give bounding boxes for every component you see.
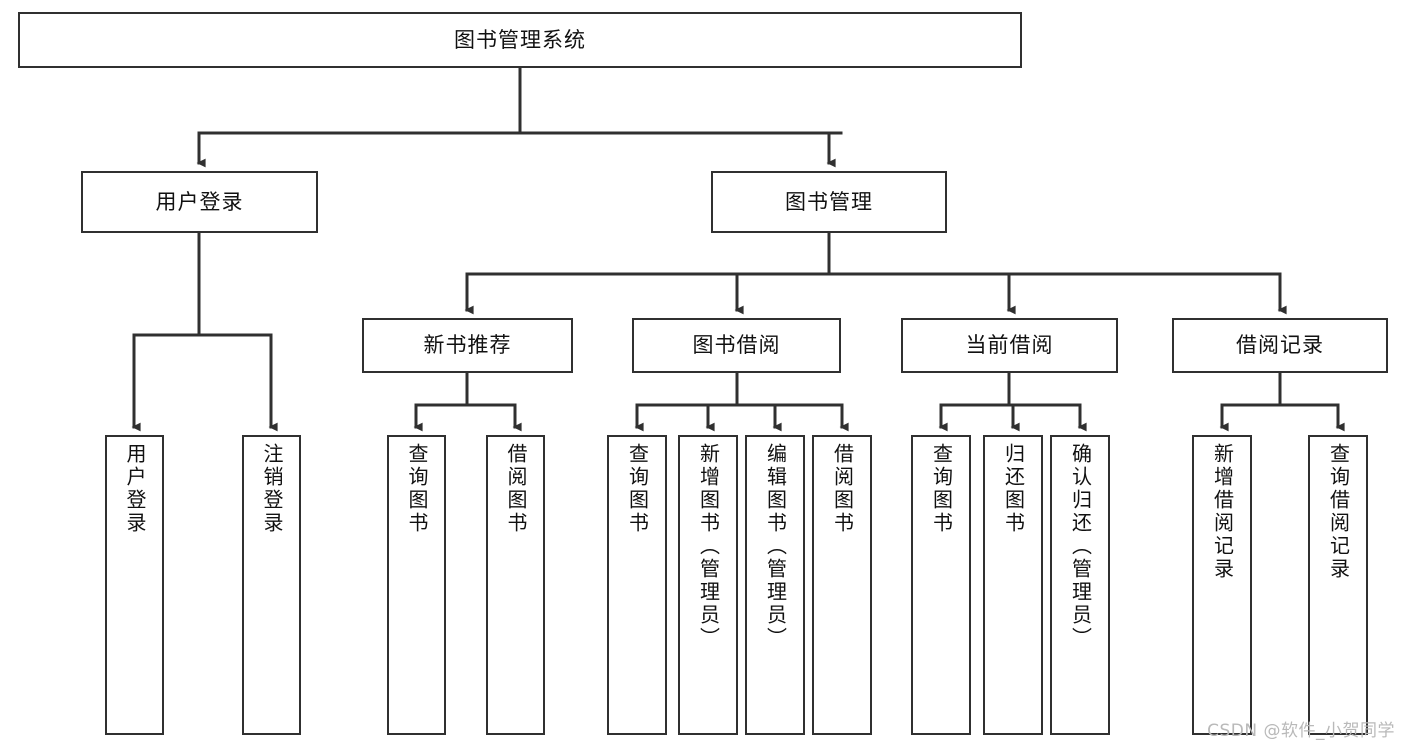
node-book-manage-label: 图书管理 bbox=[785, 189, 873, 214]
node-leaf-return-book[interactable]: 归还图书 bbox=[983, 435, 1043, 735]
node-leaf-add-book-label: 新增图书（管理员） bbox=[696, 443, 721, 650]
node-leaf-user-login-label: 用户登录 bbox=[123, 443, 147, 535]
node-leaf-query-record-label: 查询借阅记录 bbox=[1326, 443, 1351, 581]
node-book-manage[interactable]: 图书管理 bbox=[711, 171, 947, 233]
node-current-borrow-label: 当前借阅 bbox=[965, 333, 1054, 358]
node-leaf-borrow-book-1-label: 借阅图书 bbox=[504, 443, 528, 535]
node-borrow-record[interactable]: 借阅记录 bbox=[1172, 318, 1388, 373]
node-book-borrow-label: 图书借阅 bbox=[692, 333, 781, 358]
node-leaf-add-record-label: 新增借阅记录 bbox=[1210, 443, 1235, 581]
node-leaf-confirm-return[interactable]: 确认归还（管理员） bbox=[1050, 435, 1110, 735]
csdn-watermark: CSDN @软件_小贺同学 bbox=[1207, 721, 1395, 741]
node-root-label: 图书管理系统 bbox=[454, 27, 586, 52]
node-leaf-add-book[interactable]: 新增图书（管理员） bbox=[678, 435, 738, 735]
node-borrow-record-label: 借阅记录 bbox=[1236, 333, 1324, 358]
node-leaf-return-book-label: 归还图书 bbox=[1001, 443, 1026, 535]
node-leaf-user-logout-label: 注销登录 bbox=[260, 443, 284, 535]
node-book-borrow[interactable]: 图书借阅 bbox=[632, 318, 841, 373]
node-leaf-query-book-3-label: 查询图书 bbox=[929, 443, 954, 535]
node-leaf-add-record[interactable]: 新增借阅记录 bbox=[1192, 435, 1252, 735]
node-root[interactable]: 图书管理系统 bbox=[18, 12, 1022, 68]
node-leaf-query-book-2[interactable]: 查询图书 bbox=[607, 435, 667, 735]
node-current-borrow[interactable]: 当前借阅 bbox=[901, 318, 1118, 373]
node-leaf-query-book-1-label: 查询图书 bbox=[405, 443, 429, 535]
node-leaf-query-book-2-label: 查询图书 bbox=[625, 443, 650, 535]
node-leaf-user-logout[interactable]: 注销登录 bbox=[242, 435, 301, 735]
node-new-book-rec[interactable]: 新书推荐 bbox=[362, 318, 573, 373]
node-leaf-user-login[interactable]: 用户登录 bbox=[105, 435, 164, 735]
node-leaf-edit-book[interactable]: 编辑图书（管理员） bbox=[745, 435, 805, 735]
node-leaf-query-record[interactable]: 查询借阅记录 bbox=[1308, 435, 1368, 735]
node-new-book-rec-label: 新书推荐 bbox=[423, 333, 512, 358]
node-leaf-query-book-3[interactable]: 查询图书 bbox=[911, 435, 971, 735]
node-leaf-query-book-1[interactable]: 查询图书 bbox=[387, 435, 446, 735]
node-leaf-borrow-book-1[interactable]: 借阅图书 bbox=[486, 435, 545, 735]
node-user-login-label: 用户登录 bbox=[155, 189, 244, 214]
node-user-login[interactable]: 用户登录 bbox=[81, 171, 318, 233]
node-leaf-edit-book-label: 编辑图书（管理员） bbox=[763, 443, 788, 650]
node-leaf-confirm-return-label: 确认归还（管理员） bbox=[1068, 443, 1093, 650]
node-leaf-borrow-book-2-label: 借阅图书 bbox=[830, 443, 855, 535]
node-leaf-borrow-book-2[interactable]: 借阅图书 bbox=[812, 435, 872, 735]
